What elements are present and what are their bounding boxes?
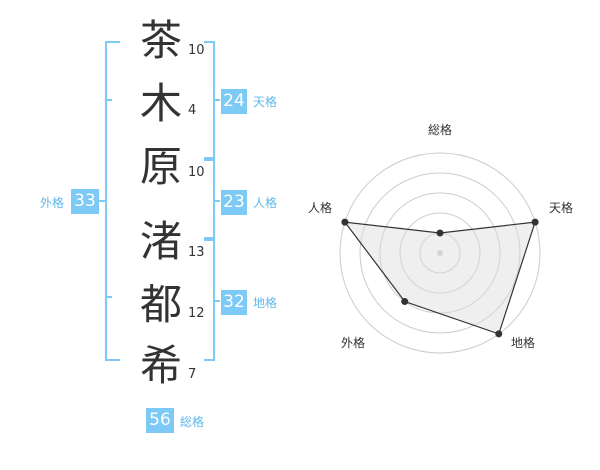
radar-axis-label-soukaku: 総格 [428, 123, 453, 137]
chikaku-score-badge: 32 [221, 290, 247, 315]
radar-grid-ring [339, 152, 541, 354]
gaikaku-score-badge: 33 [71, 189, 99, 214]
jinkaku-score-badge: 23 [221, 190, 247, 215]
radar-grid-ring [399, 212, 481, 294]
radar-grid-ring [359, 172, 521, 334]
name-char-3: 原 [139, 142, 182, 191]
radar-center-dot [437, 250, 443, 256]
name-char-4: 渚 [139, 217, 182, 266]
radar-axis-label-jinkaku: 人格 [308, 201, 333, 215]
name-char-5: 都 [139, 280, 182, 329]
stroke-count-6: 7 [188, 367, 197, 382]
name-char-2: 木 [139, 79, 182, 128]
radar-grid-ring [379, 192, 501, 314]
stroke-count-3: 10 [188, 165, 205, 180]
stroke-count-5: 12 [188, 306, 205, 321]
jinkaku-label: 人格 [253, 196, 278, 210]
tenkaku-score-badge: 24 [221, 89, 247, 114]
radar-point-2 [531, 218, 539, 226]
radar-point-1 [436, 229, 444, 237]
soukaku-label: 総格 [180, 415, 205, 429]
gaikaku-label: 外格 [40, 196, 65, 210]
stroke-count-2: 4 [188, 103, 197, 118]
stroke-count-1: 10 [188, 43, 205, 58]
radar-axis-label-chikaku: 地格 [511, 336, 536, 350]
radar-axis-label-tenkaku: 天格 [549, 201, 574, 215]
radar-point-3 [495, 330, 503, 338]
tenkaku-label: 天格 [253, 95, 278, 109]
soukaku-score-badge: 56 [146, 408, 174, 433]
chikaku-label: 地格 [253, 296, 278, 310]
radar-point-4 [401, 298, 409, 306]
radar-axis-label-gaikaku: 外格 [341, 336, 366, 350]
radar-point-5 [341, 218, 349, 226]
name-char-1: 茶 [139, 16, 182, 65]
name-char-6: 希 [139, 341, 182, 390]
radar-data-area [343, 221, 536, 335]
stroke-count-4: 13 [188, 245, 205, 260]
